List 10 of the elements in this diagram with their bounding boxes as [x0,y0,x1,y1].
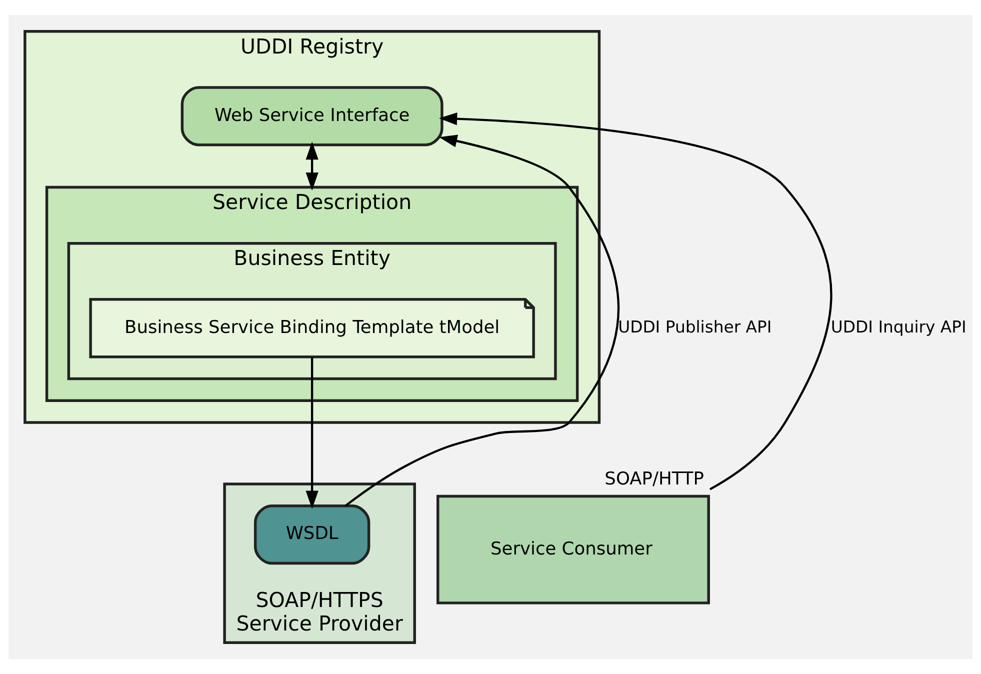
node-box: Web Service Interface [180,86,444,146]
arrow [306,142,318,191]
edge-label: UDDI Inquiry API [830,317,966,336]
edge-label: UDDI Publisher API [618,317,772,336]
arrow [306,356,318,509]
node-label: SOAP/HTTP [604,470,704,490]
node-box: WSDL [254,504,370,565]
arrow [344,134,620,507]
node-label: SOAP/HTTPS [256,588,384,612]
arrow [438,112,832,490]
